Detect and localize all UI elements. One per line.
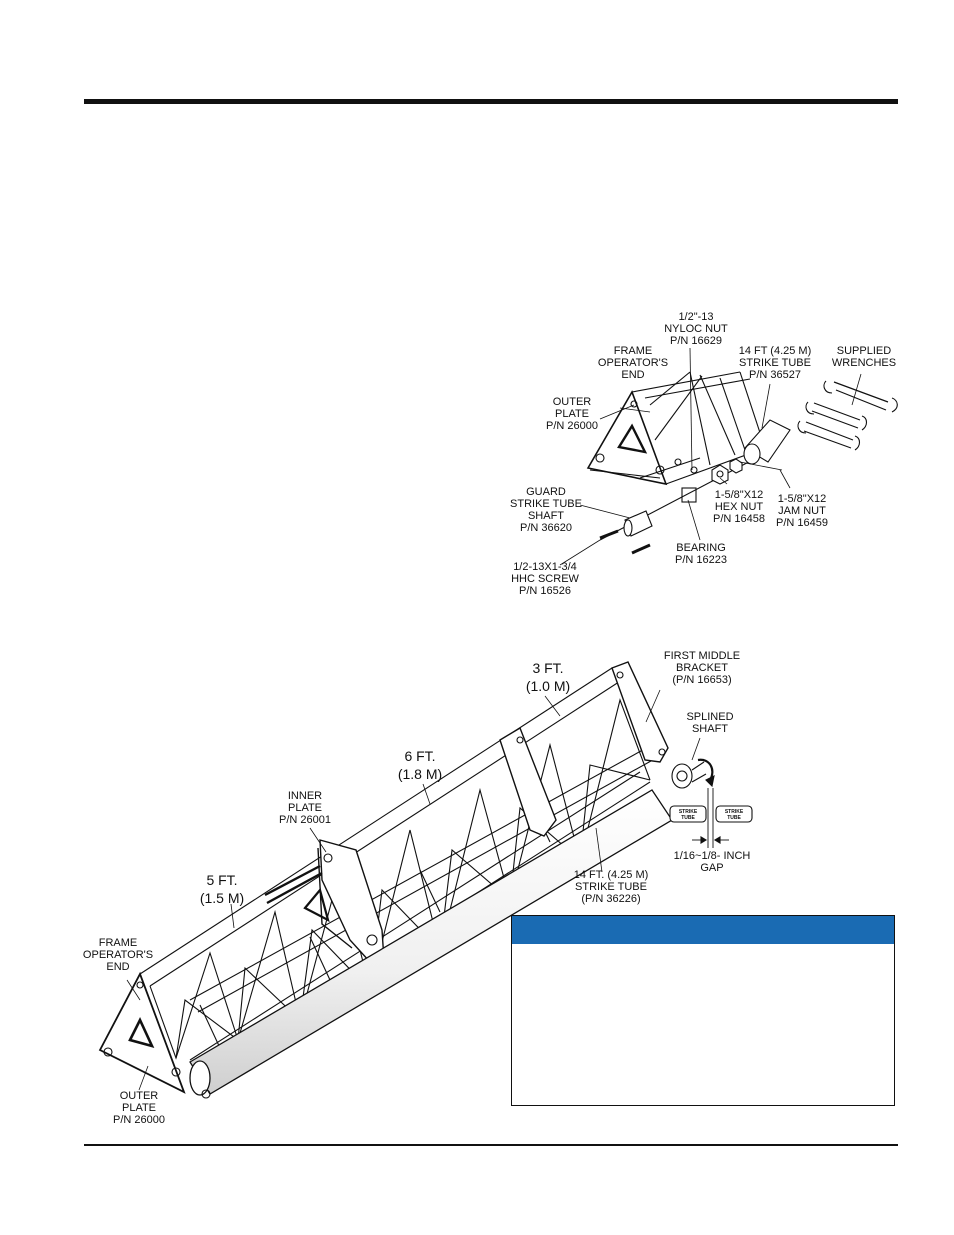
tag-left-line2: TUBE	[681, 815, 695, 821]
inner-plate-line3: P/N 26001	[279, 814, 331, 826]
tag-right-line1: STRIKE	[725, 809, 744, 815]
svg-text:5 FT.(1.5 M): 5 FT. (1.5 M)	[200, 872, 244, 906]
bearing-line1: BEARING	[676, 542, 726, 554]
guard-line4: P/N 36620	[520, 522, 572, 534]
svg-text:14 FT. (4.25 M)STRIKE TUBE(P/N: 14 FT. (4.25 M)STRIKE TUBE(P/N 36226)	[574, 869, 649, 905]
bearing-line2: P/N 16223	[675, 554, 727, 566]
frame-end-bottom-line3: END	[106, 961, 129, 973]
dim-3ft-line2: (1.0 M)	[526, 678, 570, 694]
dim-3ft-line1: 3 FT.	[532, 660, 563, 676]
outer-plate-top-line2: PLATE	[555, 408, 589, 420]
header-rule	[84, 99, 898, 104]
hex-nut-line2: HEX NUT	[715, 501, 764, 513]
first-middle-line2: BRACKET	[676, 662, 728, 674]
frame-end-line3: END	[621, 369, 644, 381]
outer-plate-top-line1: OUTER	[553, 396, 592, 408]
leader-lines-bottom	[126, 689, 701, 1091]
frame-end-bottom-line1: FRAME	[99, 937, 138, 949]
hex-nut-line1: 1-5/8"X12	[715, 489, 764, 501]
svg-text:3 FT.(1.0 M): 3 FT. (1.0 M)	[526, 660, 570, 694]
inner-plate-line1: INNER	[288, 790, 322, 802]
wrenches-line2: WRENCHES	[832, 357, 896, 369]
dim-5ft-line2: (1.5 M)	[200, 890, 244, 906]
leader-lines-top	[559, 347, 862, 566]
guard-line1: GUARD	[526, 486, 566, 498]
jam-nut-line3: P/N 16459	[776, 517, 828, 529]
wrenches-line1: SUPPLIED	[837, 345, 891, 357]
frame-end-line2: OPERATOR'S	[598, 357, 668, 369]
outer-plate-bottom-line3: P/N 26000	[113, 1114, 165, 1126]
guard-line2: STRIKE TUBE	[510, 498, 582, 510]
tube-bottom-line2: STRIKE TUBE	[575, 881, 647, 893]
notice-box	[511, 915, 895, 1106]
screw-line2: HHC SCREW	[511, 573, 579, 585]
svg-text:6 FT.(1.8 M): 6 FT. (1.8 M)	[398, 748, 442, 782]
inner-plate-line2: PLATE	[288, 802, 322, 814]
tag-right-line2: TUBE	[727, 815, 741, 821]
hex-nut-line3: P/N 16458	[713, 513, 765, 525]
tube-bottom-line1: 14 FT. (4.25 M)	[574, 869, 649, 881]
frame-end-bottom-line2: OPERATOR'S	[83, 949, 153, 961]
exploded-view	[586, 371, 898, 555]
jam-nut-line1: 1-5/8"X12	[778, 493, 827, 505]
assembled-screed	[98, 661, 753, 1099]
notice-header-bar	[512, 916, 894, 944]
jam-nut-line2: JAM NUT	[778, 505, 826, 517]
splined-line2: SHAFT	[692, 723, 728, 735]
guard-line3: SHAFT	[528, 510, 564, 522]
strike-tube-line3: P/N 36527	[749, 369, 801, 381]
dim-6ft-line2: (1.8 M)	[398, 766, 442, 782]
tag-left-line1: STRIKE	[679, 809, 698, 815]
gap-line2: GAP	[700, 862, 723, 874]
gap-line1: 1/16~1/8- INCH	[674, 850, 751, 862]
strike-tube-line1: 14 FT (4.25 M)	[739, 345, 812, 357]
outer-plate-top-line3: P/N 26000	[546, 420, 598, 432]
first-middle-line3: (P/N 16653)	[672, 674, 731, 686]
dim-6ft-line1: 6 FT.	[404, 748, 435, 764]
nyloc-nut-line1: 1/2"-13	[678, 311, 713, 323]
splined-line1: SPLINED	[686, 711, 733, 723]
assembly-labels: 3 FT. (1.0 M) 6 FT. (1.8 M) 5 FT. (1.5 M) F…	[83, 650, 750, 1126]
nyloc-nut-line2: NYLOC NUT	[664, 323, 728, 335]
screw-line3: P/N 16526	[519, 585, 571, 597]
strike-tube-line2: STRIKE TUBE	[739, 357, 811, 369]
outer-plate-bottom-line2: PLATE	[122, 1102, 156, 1114]
footer-rule	[84, 1144, 898, 1146]
tube-bottom-line3: (P/N 36226)	[581, 893, 640, 905]
screw-line1: 1/2-13X1-3/4	[513, 561, 577, 573]
first-middle-line1: FIRST MIDDLE	[664, 650, 740, 662]
nyloc-nut-line3: P/N 16629	[670, 335, 722, 347]
frame-end-line1: FRAME	[614, 345, 653, 357]
dim-5ft-line1: 5 FT.	[206, 872, 237, 888]
outer-plate-bottom-line1: OUTER	[120, 1090, 159, 1102]
